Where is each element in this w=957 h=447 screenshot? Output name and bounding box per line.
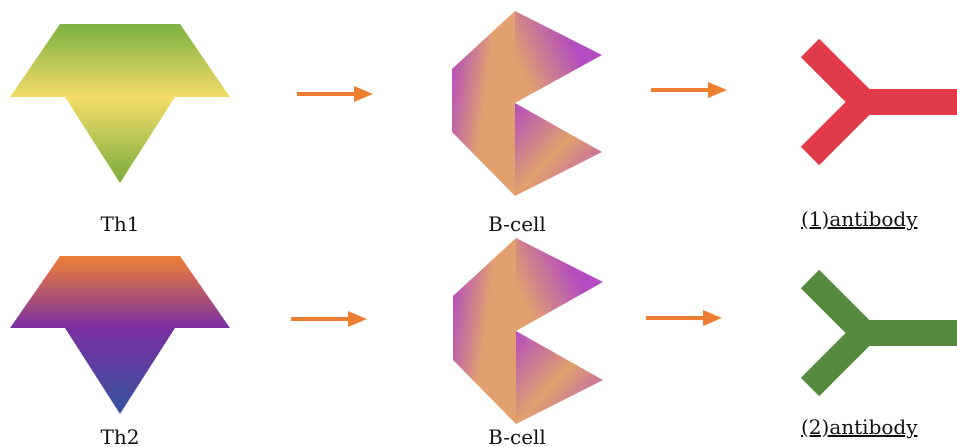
th1-trapezoid — [10, 24, 230, 97]
antibody-1-icon — [800, 38, 957, 166]
bcell-1-label: B-cell — [488, 212, 546, 236]
th2-triangle — [65, 328, 175, 414]
bcell-2-lower-triangle — [516, 331, 603, 424]
arrow-th2-to-bcell — [291, 311, 367, 327]
th2-cell-shape — [10, 256, 230, 414]
bcell-2-body — [453, 238, 516, 424]
bcell-2-shape — [453, 238, 603, 424]
antibody-2-icon — [800, 269, 957, 397]
antibody-2-label: (2)antibody — [801, 415, 918, 439]
th1-label: Th1 — [101, 212, 140, 236]
row-th2: Th2 B-cell (2)antibody — [10, 238, 957, 447]
antibody-1-label: (1)antibody — [801, 207, 918, 231]
arrow-th1-to-bcell — [297, 86, 373, 102]
row-th1: Th1 B-cell (1)antibody — [10, 11, 957, 236]
arrow-bcell-to-antibody-1 — [651, 82, 727, 98]
th2-trapezoid — [10, 256, 230, 328]
bcell-1-upper-triangle — [515, 11, 602, 103]
bcell-2-label: B-cell — [488, 425, 546, 447]
th1-triangle — [65, 97, 175, 183]
bcell-2-upper-triangle — [516, 238, 603, 331]
bcell-1-body — [452, 11, 515, 196]
th1-cell-shape — [10, 24, 230, 183]
th2-label: Th2 — [101, 425, 140, 447]
bcell-1-shape — [452, 11, 602, 196]
arrow-bcell-to-antibody-2 — [646, 310, 722, 326]
bcell-1-lower-triangle — [515, 103, 602, 196]
